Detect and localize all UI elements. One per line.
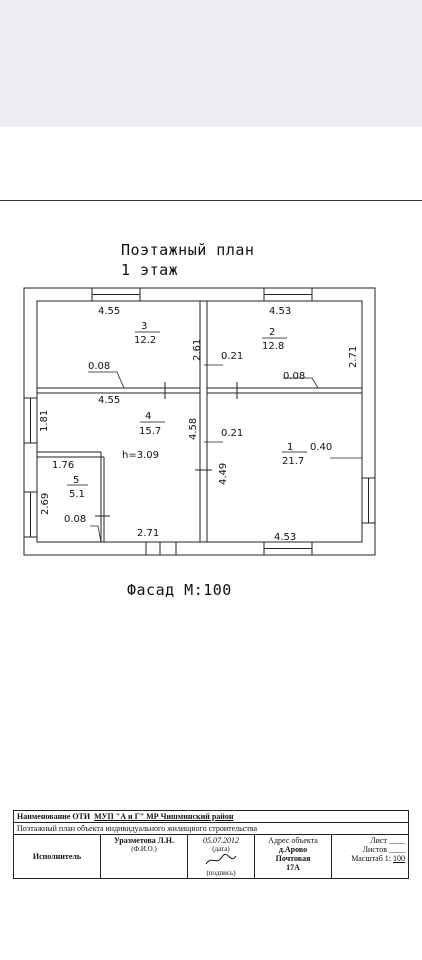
dim-bottom-left-width: 2.71	[137, 528, 159, 539]
date-label: (дата)	[212, 845, 230, 853]
date-value: 05.07.2012	[203, 836, 239, 845]
room-5-area: 5.1	[69, 489, 85, 500]
plan-title: Поэтажный план	[121, 241, 255, 259]
windows	[23, 287, 376, 556]
top-gray-band	[0, 0, 422, 127]
scale-value: 100	[393, 854, 405, 863]
signature-mark	[205, 853, 237, 865]
ceiling-height: h=3.09	[122, 450, 159, 461]
floor-plan-drawing: 4.55 4.53 3 12.2 2 12.8 2.61 2.71 0.08 0…	[23, 287, 376, 556]
room-3-area: 12.2	[134, 335, 156, 346]
address-house: 17А	[286, 863, 300, 872]
room-1-area: 21.7	[282, 456, 304, 467]
oti-label: Наименование ОТИ	[17, 812, 91, 821]
address-label: Адрес объекта	[268, 836, 318, 845]
plan-description: Поэтажный план объекта индивидуального ж…	[13, 822, 409, 835]
wall-thickness-e: 0.40	[310, 442, 332, 453]
dim-r2-width: 4.53	[269, 306, 291, 317]
dim-r5-width: 1.76	[52, 460, 74, 471]
wall-thickness-a: 0.08	[88, 361, 110, 372]
dim-mid-left-width: 4.55	[98, 395, 120, 406]
room-3-number: 3	[141, 321, 147, 332]
wall-thickness-f: 0.08	[64, 514, 86, 525]
executor-label: Исполнитель	[13, 834, 101, 879]
dim-left-wall-height: 1.81	[39, 410, 50, 432]
page-divider	[0, 200, 422, 201]
wall-thickness-d: 0.21	[221, 428, 243, 439]
room-4-area: 15.7	[139, 426, 161, 437]
room-4-number: 4	[145, 411, 151, 422]
address-cell: Адрес объекта д.Арово Почтовая 17А	[254, 834, 332, 879]
oti-value: МУП "А и Г" МР Чишминский район	[94, 812, 234, 821]
title-block: Наименование ОТИ МУП "А и Г" МР Чишминск…	[13, 810, 409, 879]
executor-name: Уразметова Л.Н.	[114, 836, 174, 845]
dim-bottom-right-width: 4.53	[274, 532, 296, 543]
facade-scale-label: Фасад М:100	[127, 581, 232, 599]
dim-r3-height: 2.61	[192, 339, 203, 361]
wall-thickness-c: 0.08	[283, 371, 305, 382]
dim-r2-height: 2.71	[348, 346, 359, 368]
sheet-label: Лист ____	[370, 836, 405, 845]
wall-thickness-b: 0.21	[221, 351, 243, 362]
sign-label: (подпись)	[206, 869, 236, 877]
dim-r3-width: 4.55	[98, 306, 120, 317]
room-2-area: 12.8	[262, 341, 284, 352]
sheets-label: Листов ____	[362, 845, 405, 854]
date-sign-cell: 05.07.2012 (дата) (подпись)	[187, 834, 255, 879]
inner-walls	[37, 301, 362, 542]
room-1-number: 1	[287, 442, 293, 453]
dim-r1-height: 4.49	[218, 463, 229, 485]
room-2-number: 2	[269, 327, 275, 338]
fio-label: (Ф.И.О.)	[131, 845, 157, 853]
door-marks	[95, 382, 238, 555]
oti-row: Наименование ОТИ МУП "А и Г" МР Чишминск…	[13, 810, 409, 823]
floor-label: 1 этаж	[121, 261, 179, 279]
dim-r5-height: 2.69	[40, 493, 51, 515]
sheet-cell: Лист ____ Листов ____ Масштаб 1: 100	[331, 834, 409, 879]
address-street: Почтовая	[275, 854, 311, 863]
executor-cell: Уразметова Л.Н. (Ф.И.О.)	[100, 834, 188, 879]
dim-r4-height: 4.58	[188, 418, 199, 440]
scale-row: Масштаб 1: 100	[351, 854, 405, 863]
room-5-number: 5	[73, 475, 79, 486]
leaders	[88, 364, 362, 543]
address-village: д.Арово	[278, 845, 308, 854]
